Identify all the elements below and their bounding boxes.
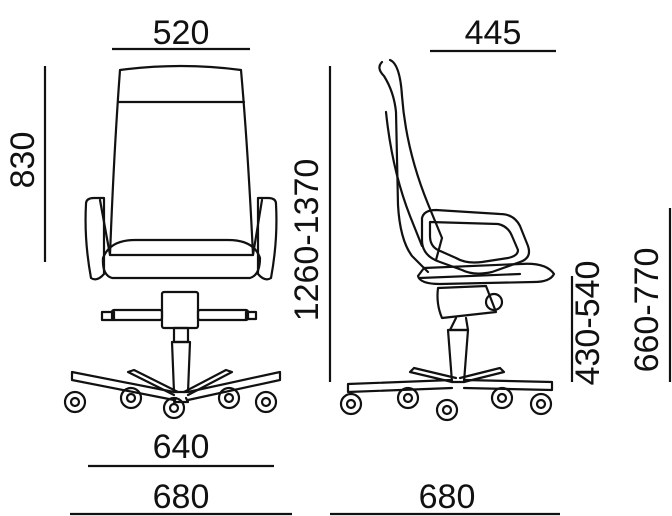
armrest-span-label: 640	[153, 428, 210, 466]
base-width-side-label: 680	[419, 478, 476, 516]
front-gas-lift	[170, 340, 192, 394]
back-width-label: 520	[153, 14, 210, 52]
back-height-label: 830	[4, 132, 42, 189]
seat-depth-label: 445	[465, 14, 522, 52]
side-caster-4	[490, 386, 514, 410]
front-caster-5	[254, 390, 278, 414]
side-seat	[416, 262, 556, 286]
front-arm-link-right	[251, 198, 264, 257]
side-backrest-inner	[384, 110, 424, 248]
side-caster-2	[396, 386, 420, 410]
side-caster-3	[435, 398, 459, 422]
dimension-lines	[43, 47, 672, 516]
side-view-chair	[339, 58, 556, 422]
front-caster-4	[217, 386, 241, 410]
front-caster-2	[119, 386, 143, 410]
front-caster-1	[63, 390, 87, 414]
side-backrest	[378, 58, 444, 274]
side-seat-seam	[418, 272, 522, 280]
side-armrest-inner	[428, 220, 520, 264]
side-star-base	[346, 366, 554, 394]
front-armrest-right	[256, 196, 278, 281]
front-mechanism-lever-right	[196, 308, 250, 322]
side-caster-1	[339, 392, 363, 416]
side-caster-5	[529, 392, 553, 416]
front-mechanism-lever-left	[110, 308, 164, 322]
side-mechanism	[436, 284, 498, 320]
front-arm-link-left	[98, 198, 112, 257]
dimension-labels: 520 445 830 1260-1370 430-540 660-770 64…	[4, 14, 666, 516]
front-casters	[63, 386, 278, 420]
base-width-front-label: 680	[153, 478, 210, 516]
seat-height-label: 430-540	[569, 261, 607, 386]
front-seat-cushion	[101, 238, 262, 280]
front-gas-lift-top	[172, 326, 190, 344]
total-height-label: 1260-1370	[288, 159, 326, 322]
armrest-height-label: 660-770	[628, 248, 666, 373]
side-gas-lift	[446, 328, 470, 384]
front-backrest	[108, 64, 255, 257]
front-lever-knob-right	[244, 310, 258, 321]
front-view-chair	[63, 64, 282, 420]
side-armrest	[420, 208, 531, 275]
front-caster-3	[162, 396, 186, 420]
side-gas-lift-top	[448, 316, 470, 332]
front-lever-knob-left	[100, 310, 116, 322]
front-armrest-left	[84, 196, 106, 281]
side-tension-knob	[484, 292, 504, 312]
front-mechanism-block	[160, 290, 200, 330]
side-casters	[339, 386, 553, 422]
